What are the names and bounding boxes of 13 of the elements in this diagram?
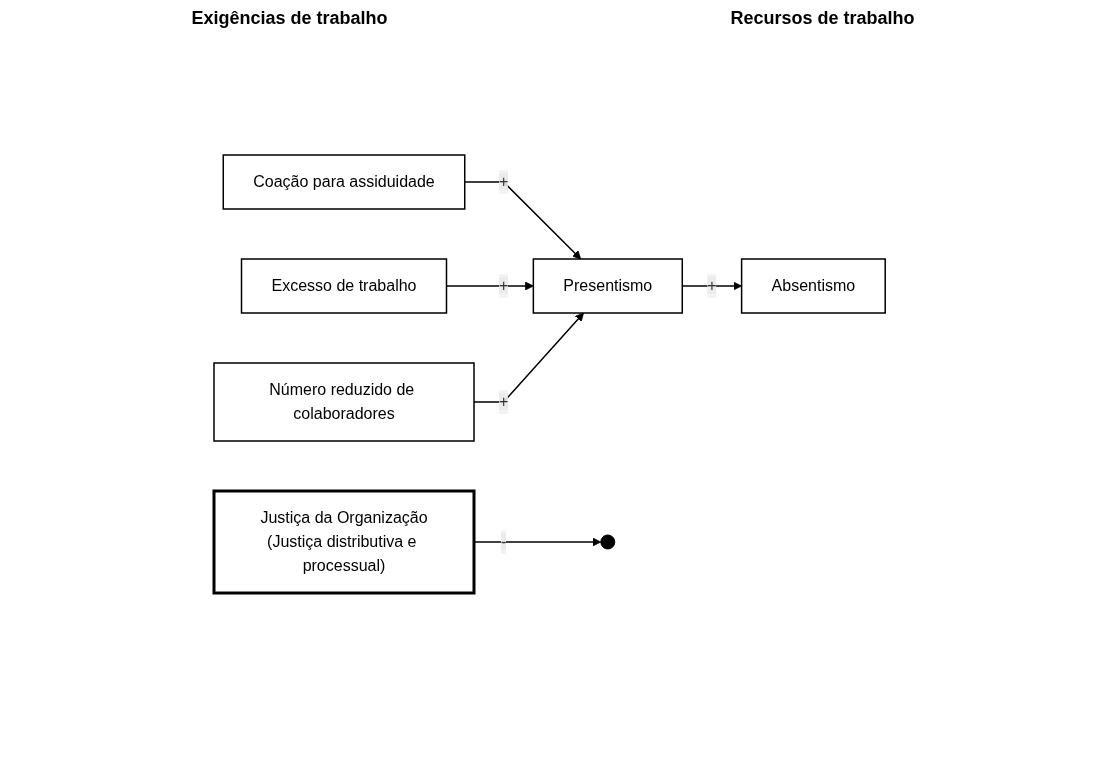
node-box: Presentismo — [533, 258, 684, 314]
edge-label: + — [499, 393, 509, 410]
edge-label: - — [501, 533, 507, 550]
group-heading: Exigências de trabalho — [191, 8, 388, 29]
node-box: Número reduzido de colaboradores — [213, 362, 476, 442]
group-heading: Recursos de trabalho — [730, 8, 915, 29]
node-box: Coação para assiduidade — [222, 154, 466, 210]
edge-label: + — [499, 173, 509, 190]
node-box: Justiça da Organização (Justiça distributiva e processual) — [212, 489, 476, 595]
node-box: Absentismo — [741, 258, 887, 314]
edge-label: + — [707, 277, 717, 294]
node-box: Excesso de trabalho — [241, 258, 448, 314]
edge-label: + — [499, 277, 509, 294]
